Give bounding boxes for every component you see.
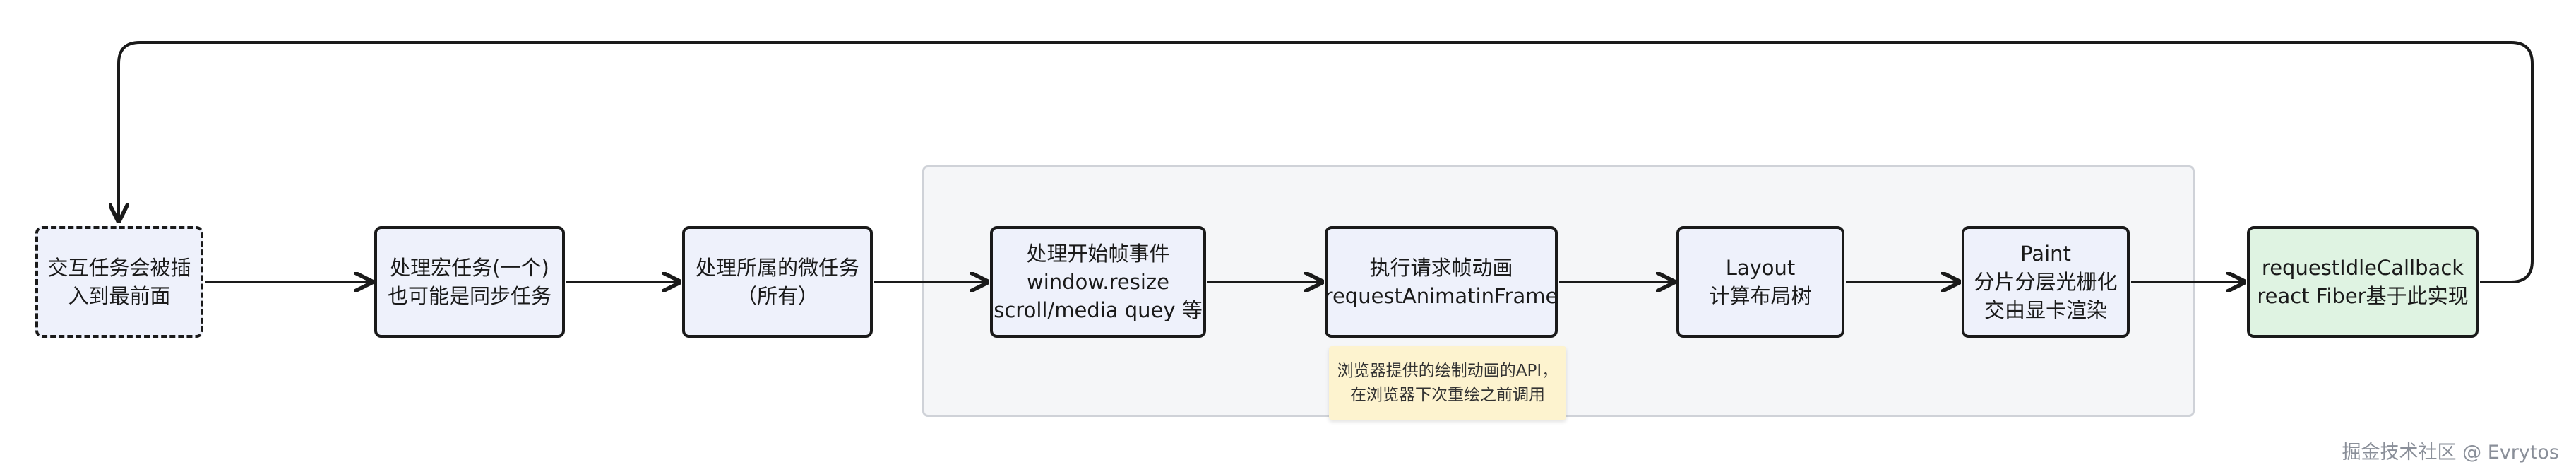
node-label-line: 交互任务会被插	[47, 256, 191, 280]
node-label-line: 处理宏任务(一个)	[390, 256, 549, 280]
node-label-line: requestIdleCallback	[2261, 256, 2464, 280]
node-label-line: 入到最前面	[68, 284, 171, 308]
node-label-line: 处理所属的微任务	[695, 256, 859, 280]
node-request-animation-frame[interactable]: 执行请求帧动画 requestAnimatinFrame	[1325, 226, 1558, 338]
watermark: 掘金技术社区 @ Evrytos	[2342, 442, 2559, 464]
edge-loop-n8-n1	[119, 41, 2534, 283]
note-line: 浏览器提供的绘制动画的API，	[1337, 362, 1558, 380]
node-label-line: Layout	[1725, 256, 1796, 280]
node-label-line: 执行请求帧动画	[1369, 256, 1513, 280]
node-request-idle-callback[interactable]: requestIdleCallback react Fiber基于此实现	[2247, 226, 2479, 338]
node-label-line: requestAnimatinFrame	[1324, 284, 1558, 308]
raf-sticky-note: 浏览器提供的绘制动画的API， 在浏览器下次重绘之前调用	[1329, 346, 1566, 420]
node-layout[interactable]: Layout 计算布局树	[1676, 226, 1844, 338]
node-macro-task[interactable]: 处理宏任务(一个) 也可能是同步任务	[374, 226, 565, 338]
node-interaction-task[interactable]: 交互任务会被插 入到最前面	[35, 226, 203, 338]
node-frame-start-events[interactable]: 处理开始帧事件 window.resize scroll/media quey …	[990, 226, 1206, 338]
node-label-line: scroll/media quey 等	[994, 298, 1203, 322]
node-label-line: 也可能是同步任务	[387, 284, 551, 308]
node-label-line: react Fiber基于此实现	[2257, 284, 2469, 308]
node-label-line: 计算布局树	[1709, 284, 1812, 308]
node-label-line: 处理开始帧事件	[1026, 242, 1170, 266]
node-label-line: 分片分层光栅化	[1974, 270, 2118, 294]
note-line: 在浏览器下次重绘之前调用	[1350, 386, 1545, 404]
node-paint[interactable]: Paint 分片分层光栅化 交由显卡渲染	[1962, 226, 2130, 338]
node-label-line: Paint	[2020, 242, 2071, 266]
node-micro-tasks[interactable]: 处理所属的微任务 （所有）	[682, 226, 873, 338]
node-label-line: 交由显卡渲染	[1984, 298, 2107, 322]
node-label-line: window.resize	[1027, 270, 1169, 294]
node-label-line: （所有）	[736, 284, 818, 308]
